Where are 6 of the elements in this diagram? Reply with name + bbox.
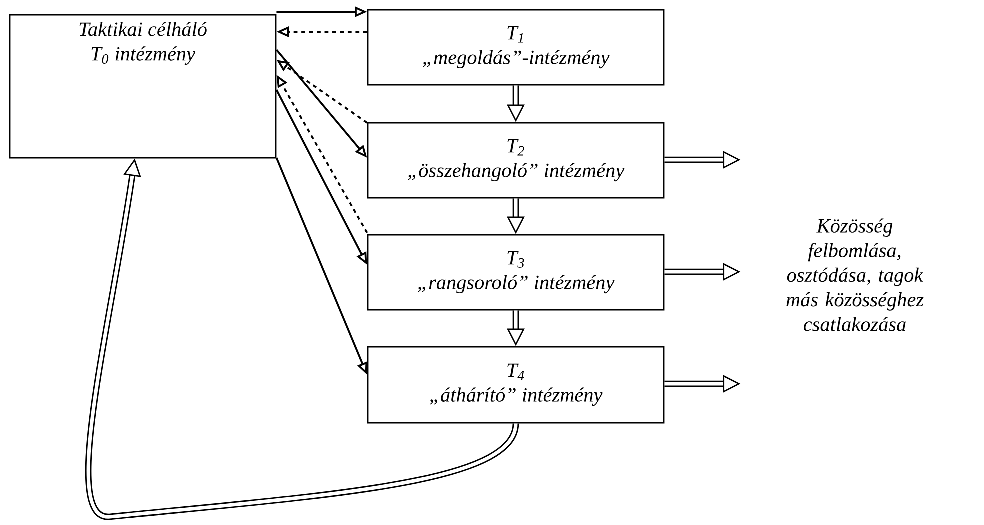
outcome-text: Közösség felbomlása, osztódása, tagok más közösséghez csatlakozása bbox=[786, 218, 924, 332]
process-box: Taktikai célháló T$_{0}$ intézmény bbox=[9, 14, 277, 159]
process-box: T$_{3}$ „rangsoroló” intézmény bbox=[367, 234, 665, 311]
process-box: T$_{2}$ „összehangoló” intézmény bbox=[367, 122, 665, 199]
process-box: T$_{4}$ „áthárító” intézmény bbox=[367, 346, 665, 424]
process-box: T$_{1}$ „megoldás”-intézmény bbox=[367, 9, 665, 86]
